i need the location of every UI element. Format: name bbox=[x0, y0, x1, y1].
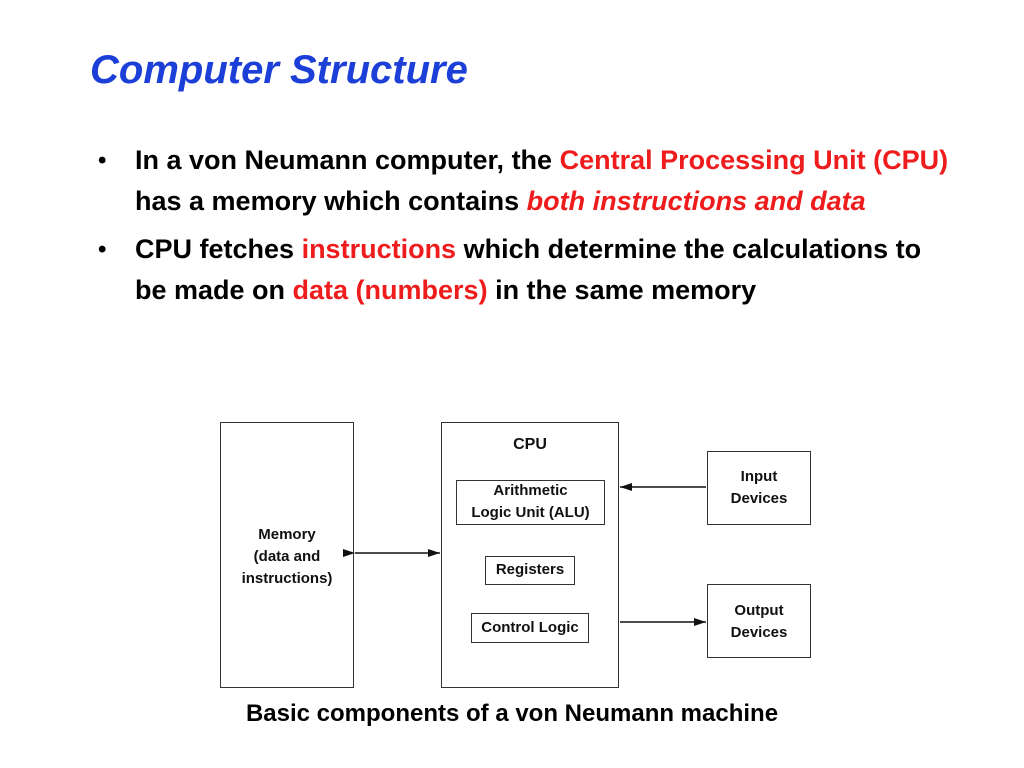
bullet-text: has a memory which contains bbox=[135, 186, 527, 216]
control-logic-label: Control Logic bbox=[481, 619, 579, 636]
alu-box bbox=[456, 480, 605, 525]
bullet-text: CPU fetches bbox=[135, 234, 302, 264]
alu-label: Arithmetic Logic Unit (ALU) bbox=[471, 482, 590, 521]
bullet-text: in the same memory bbox=[487, 275, 757, 305]
cpu-label: CPU bbox=[513, 436, 547, 453]
bullet-item: • In a von Neumann computer, the Central… bbox=[92, 140, 952, 222]
bullet-dot: • bbox=[98, 147, 107, 174]
highlight-text: both instructions and data bbox=[526, 186, 866, 216]
control-logic-box bbox=[471, 613, 589, 643]
output-devices-label: Output Devices bbox=[730, 602, 788, 641]
bullet-list: • In a von Neumann computer, the Central… bbox=[92, 140, 952, 318]
registers-box bbox=[485, 556, 575, 585]
highlight-text: data (numbers) bbox=[292, 275, 488, 305]
bullet-item: • CPU fetches instructions which determi… bbox=[92, 229, 952, 311]
input-devices-box bbox=[707, 451, 811, 525]
highlight-text: instructions bbox=[301, 234, 457, 264]
cpu-box bbox=[441, 422, 619, 688]
input-devices-label: Input Devices bbox=[730, 468, 788, 507]
output-devices-box bbox=[707, 584, 811, 658]
registers-label: Registers bbox=[495, 561, 565, 578]
bullet-text: which determine the calculations to be m… bbox=[135, 234, 922, 305]
bullet-text: In a von Neumann computer, the bbox=[135, 145, 560, 175]
memory-box bbox=[220, 422, 354, 688]
memory-label: Memory (data and instructions) bbox=[241, 526, 333, 587]
bullet-dot: • bbox=[98, 236, 107, 263]
highlight-text: Central Processing Unit (CPU) bbox=[559, 145, 949, 175]
diagram-caption: Basic components of a von Neumann machin… bbox=[245, 700, 779, 727]
slide-title: Computer Structure bbox=[90, 48, 468, 92]
